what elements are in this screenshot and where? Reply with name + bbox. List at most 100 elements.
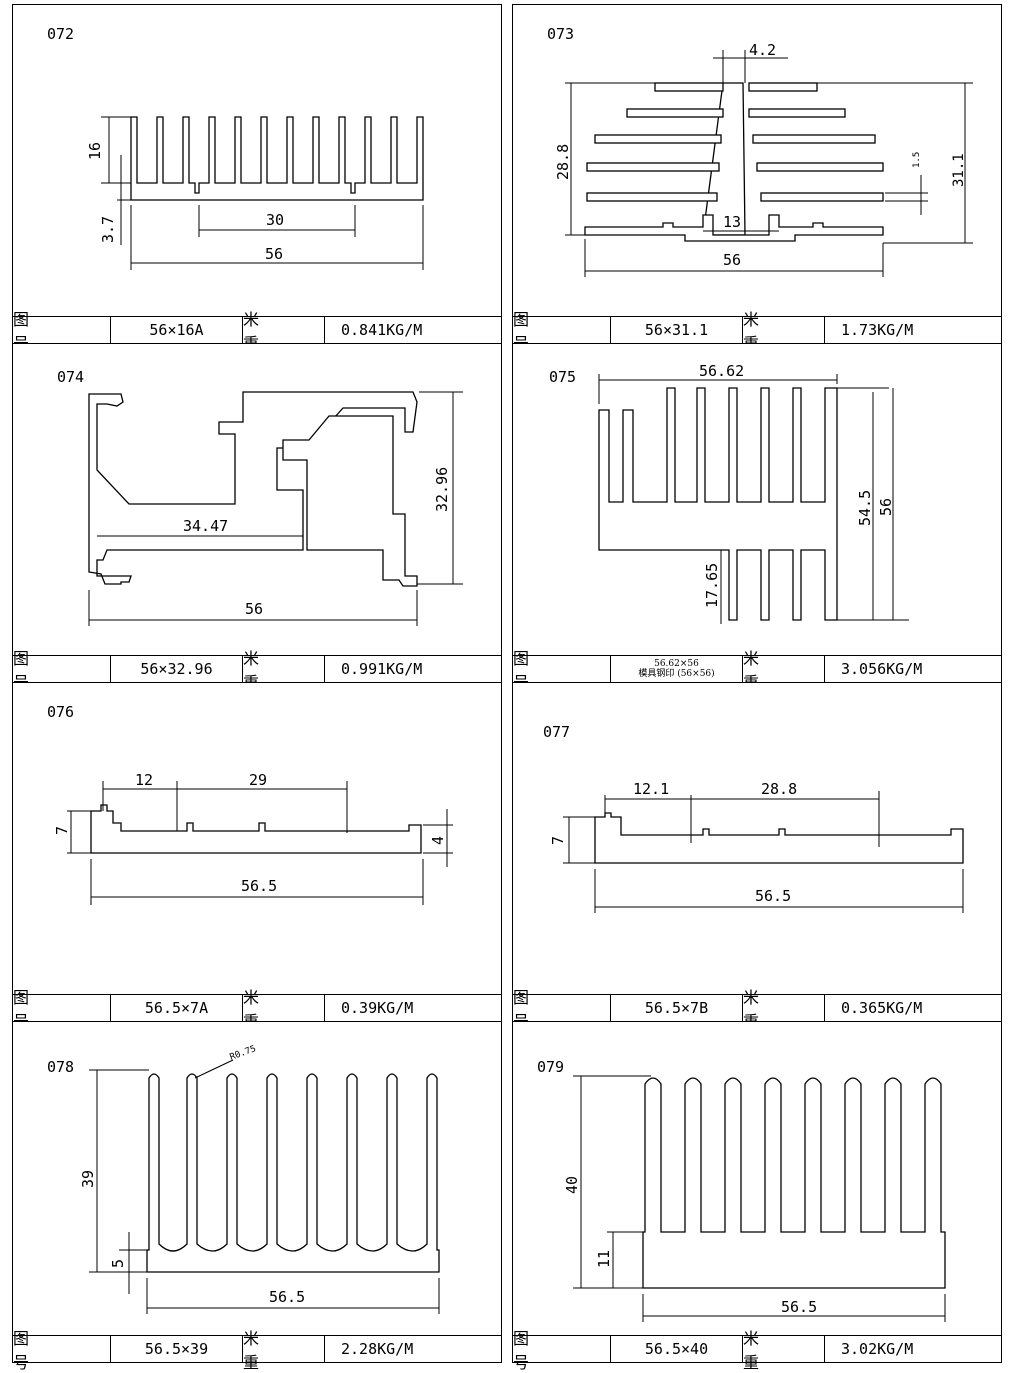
panel-079: 079 40 11 56.5 图 号 56.5×40 米 重 3.02KG/M (512, 1021, 1002, 1372)
dim-label: 28.8 (554, 144, 572, 180)
dim-label: 5 (109, 1259, 127, 1268)
tuhao-label: 图 号 (13, 1329, 111, 1372)
dim-label: R0.75 (229, 1044, 258, 1063)
drawing-code: 074 (57, 368, 85, 386)
dim-label: 16 (86, 142, 104, 160)
dim-label: 56.5 (241, 877, 277, 895)
mizhong-label: 米 重 (243, 649, 325, 692)
drawing-code: 079 (537, 1058, 565, 1076)
tuhao-label: 图 号 (13, 988, 111, 1031)
profile-drawing: R0.75 39 5 56.5 (79, 1044, 440, 1314)
profile-outline (90, 804, 422, 854)
info-bar: 图 号 56.62×56 模具钢印 (56×56) 米 重 3.056KG/M (513, 649, 1001, 692)
dim-label: 34.47 (183, 517, 228, 535)
profile-outline (594, 812, 964, 864)
mizhong-label: 米 重 (243, 988, 325, 1031)
model-line-2: 模具钢印 (56×56) (638, 669, 715, 679)
weight-value: 0.841KG/M (341, 321, 423, 339)
weight-value: 1.73KG/M (841, 321, 914, 339)
dim-label: 56 (723, 251, 741, 269)
dim-label: 7 (549, 836, 567, 845)
profile-drawing: 34.47 32.96 56 (88, 391, 463, 626)
panel-075: 075 56.62 54.5 56 17.65 图 号 56.62×56 模具钢… (512, 343, 1002, 692)
panel-078: 078 R0.75 39 5 56.5 图 号 56.5×39 米 重 2.28… (12, 1021, 502, 1372)
profile-drawing: 4.2 28.8 31.1 1.5 13 56 (554, 41, 973, 277)
dim-label: 28.8 (761, 780, 797, 798)
dim-label: 56 (245, 600, 263, 618)
weight-value: 0.365KG/M (841, 999, 923, 1017)
panel-076: 076 12 29 7 4 56.5 图 号 56.5×7A 米 重 0.39K… (12, 682, 502, 1031)
model-value: 56×32.96 (111, 656, 243, 682)
drawing-code: 077 (543, 723, 571, 741)
dim-label: 29 (249, 771, 267, 789)
panel-073: 073 4.2 28.8 31.1 1.5 13 56 (512, 4, 1002, 353)
mizhong-label: 米 重 (243, 310, 325, 353)
mizhong-label: 米 重 (743, 310, 825, 353)
info-bar: 图 号 56.5×39 米 重 2.28KG/M (13, 1329, 501, 1372)
profile-drawing: 40 11 56.5 (563, 1075, 946, 1322)
weight-value: 3.02KG/M (841, 1340, 914, 1358)
heatsink-profile (584, 82, 884, 242)
dim-label: 39 (79, 1170, 97, 1188)
model-value: 56.62×56 模具钢印 (56×56) (611, 656, 743, 682)
model-line-1: 56.62×56 (654, 659, 699, 669)
model-value: 56.5×40 (611, 1336, 743, 1362)
model-value: 56.5×39 (111, 1336, 243, 1362)
tuhao-label: 图 号 (513, 310, 611, 353)
dim-label: 56 (265, 245, 283, 263)
dim-label: 12.1 (633, 780, 669, 798)
dim-label: 32.96 (433, 467, 451, 512)
dim-label: 54.5 (856, 490, 874, 526)
dim-label: 4 (429, 836, 447, 845)
mizhong-label: 米 重 (743, 1329, 825, 1372)
weight-value: 0.991KG/M (341, 660, 423, 678)
dim-label: 4.2 (749, 41, 776, 59)
drawing-code: 073 (547, 25, 575, 43)
info-bar: 图 号 56×31.1 米 重 1.73KG/M (513, 310, 1001, 353)
dim-label: 12 (135, 771, 153, 789)
tuhao-label: 图 号 (13, 649, 111, 692)
panel-077: 077 12.1 28.8 7 56.5 图 号 56.5×7B 米 重 0.3… (512, 682, 1002, 1031)
info-bar: 图 号 56×16A 米 重 0.841KG/M (13, 310, 501, 353)
dim-label: 31.1 (951, 153, 967, 187)
model-value: 56×16A (111, 317, 243, 343)
tuhao-label: 图 号 (513, 1329, 611, 1372)
mizhong-label: 米 重 (243, 1329, 325, 1372)
drawing-code: 078 (47, 1058, 75, 1076)
dim-label: 56.5 (755, 887, 791, 905)
dim-label: 7 (53, 826, 71, 835)
drawing-code: 072 (47, 25, 75, 43)
dim-label: 3.7 (99, 216, 117, 243)
drawing-code: 076 (47, 703, 75, 721)
weight-value: 2.28KG/M (341, 1340, 414, 1358)
dim-label: 11 (595, 1250, 613, 1268)
profile-drawing: 12 29 7 4 56.5 (53, 771, 453, 905)
dim-label: 56.62 (699, 362, 744, 380)
model-value: 56×31.1 (611, 317, 743, 343)
panel-072: 072 16 3.7 30 56 图 号 56×16A 米 重 0.841KG/… (12, 4, 502, 353)
dim-label: 56.5 (781, 1298, 817, 1316)
mizhong-label: 米 重 (743, 988, 825, 1031)
profile-drawing: 16 3.7 30 56 (86, 116, 424, 270)
info-bar: 图 号 56×32.96 米 重 0.991KG/M (13, 649, 501, 692)
drawing-code: 075 (549, 368, 577, 386)
dim-label: 17.65 (703, 563, 721, 608)
dim-label: 40 (563, 1176, 581, 1194)
profile-drawing: 56.62 54.5 56 17.65 (598, 362, 909, 624)
model-value: 56.5×7B (611, 995, 743, 1021)
model-value: 56.5×7A (111, 995, 243, 1021)
info-bar: 图 号 56.5×7B 米 重 0.365KG/M (513, 988, 1001, 1031)
heatsink-profile (642, 1077, 946, 1289)
panel-074: 074 34.47 32.96 56 图 号 56×32.96 米 重 0.99… (12, 343, 502, 692)
heatsink-profile (598, 387, 838, 621)
heatsink-profile (146, 1073, 440, 1273)
info-bar: 图 号 56.5×7A 米 重 0.39KG/M (13, 988, 501, 1031)
dim-label: 30 (266, 211, 284, 229)
weight-value: 3.056KG/M (841, 660, 923, 678)
info-bar: 图 号 56.5×40 米 重 3.02KG/M (513, 1329, 1001, 1372)
dim-label: 13 (723, 213, 741, 231)
dim-label: 56.5 (269, 1288, 305, 1306)
dim-label: 56 (877, 498, 895, 516)
weight-value: 0.39KG/M (341, 999, 414, 1017)
tuhao-label: 图 号 (13, 310, 111, 353)
